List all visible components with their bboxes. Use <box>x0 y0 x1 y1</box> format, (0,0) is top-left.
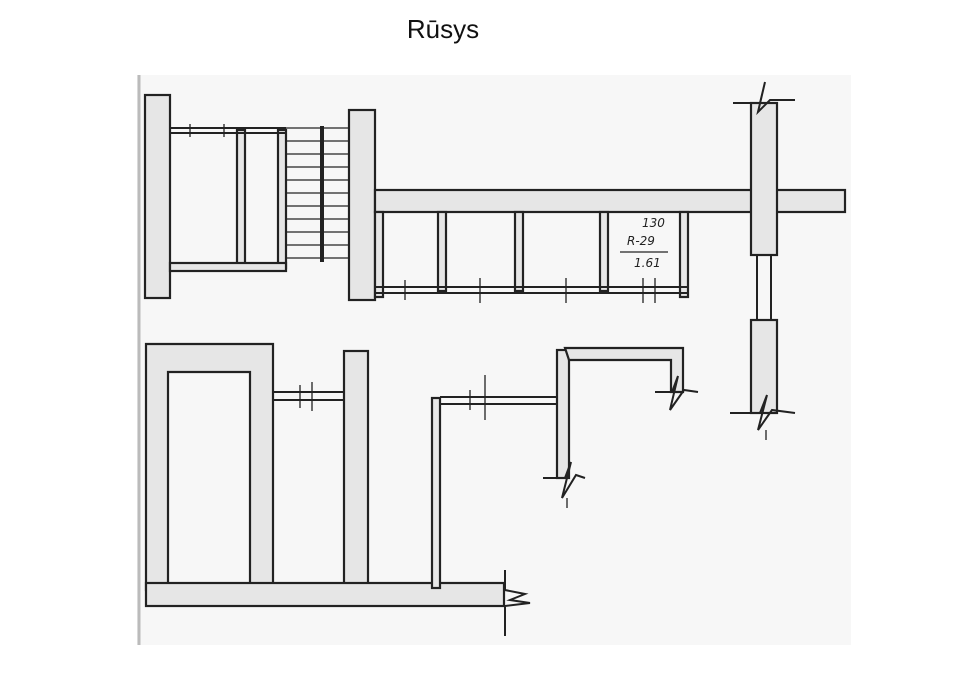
room-label-top: 130 <box>642 216 665 230</box>
door-marks-storage <box>404 278 656 303</box>
wall-storage-divider-3 <box>598 210 610 293</box>
wall-stair-right-pillar <box>347 108 377 302</box>
break-mark-top <box>733 81 795 116</box>
wall-lower-middle-right <box>555 348 571 480</box>
wall-right-vertical-upper <box>749 101 779 257</box>
wall-lower-middle-post <box>342 349 370 592</box>
wall-storage-divider-1 <box>436 210 448 293</box>
room-label-code: R-29 <box>627 234 655 248</box>
wall-upper-left-thick <box>143 93 172 300</box>
wall-storage-right <box>678 210 690 299</box>
wall-long-corridor <box>373 188 847 214</box>
wall-lower-middle-vertical <box>430 396 442 590</box>
break-mark-bottom <box>730 394 796 431</box>
room-label-r29: 130 R-29 1.61 <box>620 216 668 270</box>
wall-upper-left-divider <box>235 128 247 270</box>
break-mark-lower-middle <box>543 461 586 499</box>
slide-title: Rūsys <box>406 14 480 44</box>
room-label-bottom: 1.61 <box>634 256 661 270</box>
break-mark-bottom-left <box>495 570 531 636</box>
wall-upper-left-right <box>276 128 288 270</box>
staircase <box>286 126 350 262</box>
wall-storage-left <box>373 210 385 299</box>
wall-lower-bottom <box>144 581 506 608</box>
wall-upper-left-bottom <box>168 261 288 273</box>
wall-right-vertical-lower <box>749 318 779 415</box>
wall-storage-divider-2 <box>513 210 525 293</box>
break-mark-lower-right <box>655 375 699 411</box>
